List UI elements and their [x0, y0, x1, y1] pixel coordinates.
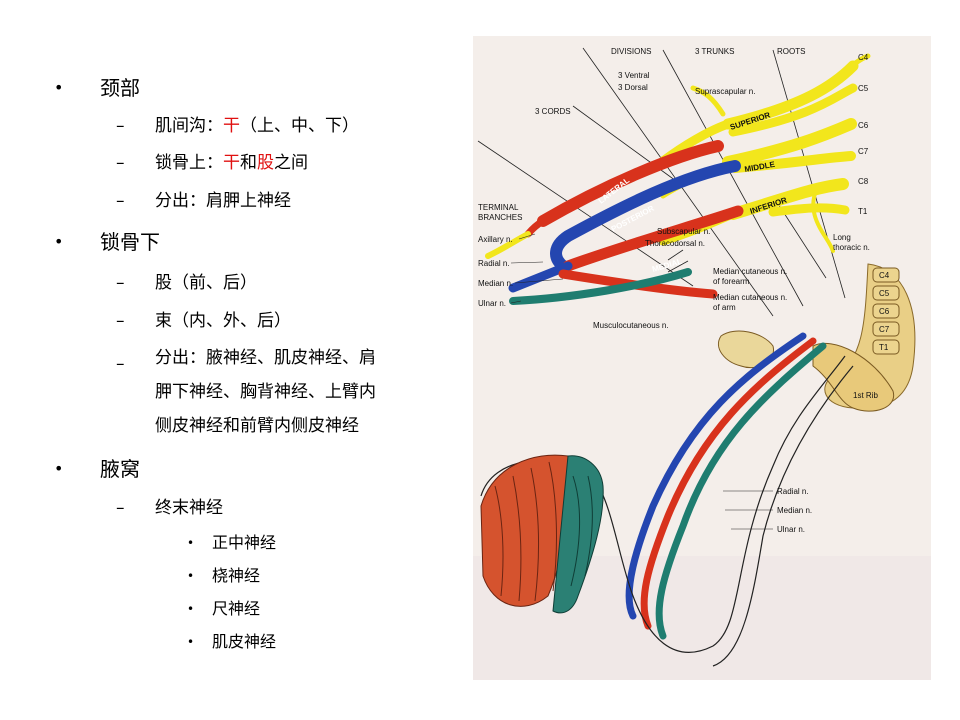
label-suprascapular: Suprascapular n. — [695, 87, 755, 96]
bullet: • — [187, 635, 195, 649]
label-axillary: Axillary n. — [478, 235, 513, 244]
bullet: • — [187, 602, 195, 616]
lower-leaders — [723, 490, 773, 530]
arm-outline-inner — [712, 365, 854, 667]
sub-item-cords: – 束（内、外、后） — [116, 310, 291, 332]
sub-item-divisions: – 股（前、后） — [116, 272, 257, 294]
label-median-cutaneous-forearm-1: Median cutaneous n. — [713, 267, 787, 276]
sub-item-interscalene: – 肌间沟：干（上、中、下） — [116, 115, 359, 137]
highlight-division: 股 — [257, 153, 274, 173]
outline-item-neck: • 颈部 — [54, 76, 140, 100]
label-root-c4: C4 — [858, 53, 869, 62]
label-root-c8: C8 — [858, 177, 869, 186]
label-median-cutaneous-arm-1: Median cutaneous n. — [713, 293, 787, 302]
heading-neck: 颈部 — [100, 76, 140, 100]
label-trunks: 3 TRUNKS — [695, 47, 734, 56]
label-long-thoracic-2: thoracic n. — [833, 243, 870, 252]
terminal-nerve-item: • 尺神经 — [187, 599, 261, 619]
label-root-c6: C6 — [858, 121, 869, 130]
heading-axilla: 腋窝 — [100, 457, 140, 481]
label: 和 — [240, 153, 257, 173]
label: 分出：肩胛上神经 — [155, 191, 291, 211]
label: 桡神经 — [212, 566, 261, 585]
bullet: • — [187, 569, 195, 583]
text-line: 分出：腋神经、肌皮神经、肩 — [155, 348, 376, 368]
terminal-nerve-item: • 桡神经 — [187, 566, 261, 586]
label-vertebra-c6: C6 — [879, 307, 890, 316]
label: 股（前、后） — [155, 273, 257, 293]
sub-item-terminal: – 终末神经 — [116, 497, 223, 519]
plexus-diagram: LATERAL POSTERIOR MEDIAL SUPERIOR MIDDLE… — [473, 36, 931, 680]
label: （上、中、下） — [240, 116, 359, 136]
label-terminal-1: TERMINAL — [478, 203, 519, 212]
dash: – — [116, 191, 125, 211]
bullet: • — [187, 536, 195, 550]
label-ventral: 3 Ventral — [618, 71, 650, 80]
label-vertebra-t1: T1 — [879, 343, 889, 352]
sub-item-infraclavicular-branches: – 分出：腋神经、肌皮神经、肩 胛下神经、胸背神经、上臂内 侧皮神经和前臂内侧皮… — [116, 341, 376, 443]
label-terminal-2: BRANCHES — [478, 213, 522, 222]
label-vertebra-c7: C7 — [879, 325, 890, 334]
label-cords: 3 CORDS — [535, 107, 571, 116]
label-roots: ROOTS — [777, 47, 805, 56]
label: 之间 — [274, 153, 308, 173]
dash: – — [116, 498, 125, 518]
label: 锁骨上： — [155, 153, 223, 173]
label-first-rib: 1st Rib — [853, 391, 878, 400]
label-subscapular: Subscapular n. — [657, 227, 710, 236]
terminal-nerve-item: • 正中神经 — [187, 533, 277, 553]
label: 束（内、外、后） — [155, 311, 291, 331]
forearm-muscles — [480, 454, 604, 614]
label-median-cutaneous-forearm-2: of forearm — [713, 277, 750, 286]
label-long-thoracic-1: Long — [833, 233, 851, 242]
label-radial-upper: Radial n. — [478, 259, 510, 268]
label-vertebra-c4: C4 — [879, 271, 890, 280]
dash: – — [116, 311, 125, 331]
label-divisions: DIVISIONS — [611, 47, 651, 56]
brachial-plexus-illustration: LATERAL POSTERIOR MEDIAL SUPERIOR MIDDLE… — [473, 36, 931, 680]
label-root-c5: C5 — [858, 84, 869, 93]
dash: – — [116, 116, 125, 136]
roots-and-trunks — [658, 53, 871, 253]
label-radial-lower: Radial n. — [777, 487, 809, 496]
label-ulnar-upper: Ulnar n. — [478, 299, 506, 308]
label-median-cutaneous-arm-2: of arm — [713, 303, 736, 312]
outline-text: • 颈部 – 肌间沟：干（上、中、下） – 锁骨上：干和股之间 – 分出：肩胛上… — [0, 0, 470, 720]
label-root-t1: T1 — [858, 207, 868, 216]
dash: – — [116, 153, 125, 173]
text-line: 侧皮神经和前臂内侧皮神经 — [155, 416, 359, 436]
label-root-c7: C7 — [858, 147, 869, 156]
bullet: • — [54, 232, 64, 251]
label-median-lower: Median n. — [777, 506, 812, 515]
highlight-trunk: 干 — [223, 116, 240, 136]
dash: – — [116, 273, 125, 293]
text-line: 胛下神经、胸背神经、上臂内 — [155, 382, 376, 402]
label: 终末神经 — [155, 498, 223, 518]
heading-infraclavicular: 锁骨下 — [100, 230, 160, 254]
cords — [485, 140, 744, 305]
bullet: • — [54, 78, 64, 97]
outline-item-axilla: • 腋窝 — [54, 457, 140, 481]
label-median-upper: Median n. — [478, 279, 513, 288]
sub-item-neck-branches: – 分出：肩胛上神经 — [116, 190, 291, 212]
label: 肌间沟： — [155, 116, 223, 136]
label-ulnar-lower: Ulnar n. — [777, 525, 805, 534]
bullet: • — [54, 459, 64, 478]
label-vertebra-c5: C5 — [879, 289, 890, 298]
label-musculocutaneous: Musculocutaneous n. — [593, 321, 669, 330]
label: 正中神经 — [212, 533, 277, 552]
sub-item-supraclavicular: – 锁骨上：干和股之间 — [116, 152, 308, 174]
dash: – — [116, 354, 125, 374]
label: 尺神经 — [212, 599, 261, 618]
outline-item-infraclavicular: • 锁骨下 — [54, 230, 160, 254]
terminal-leaders — [510, 233, 564, 304]
label-thoracodorsal: Thoracodorsal n. — [645, 239, 705, 248]
highlight-trunk: 干 — [223, 153, 240, 173]
label-dorsal: 3 Dorsal — [618, 83, 648, 92]
terminal-nerve-item: • 肌皮神经 — [187, 632, 277, 652]
label: 肌皮神经 — [212, 632, 277, 651]
